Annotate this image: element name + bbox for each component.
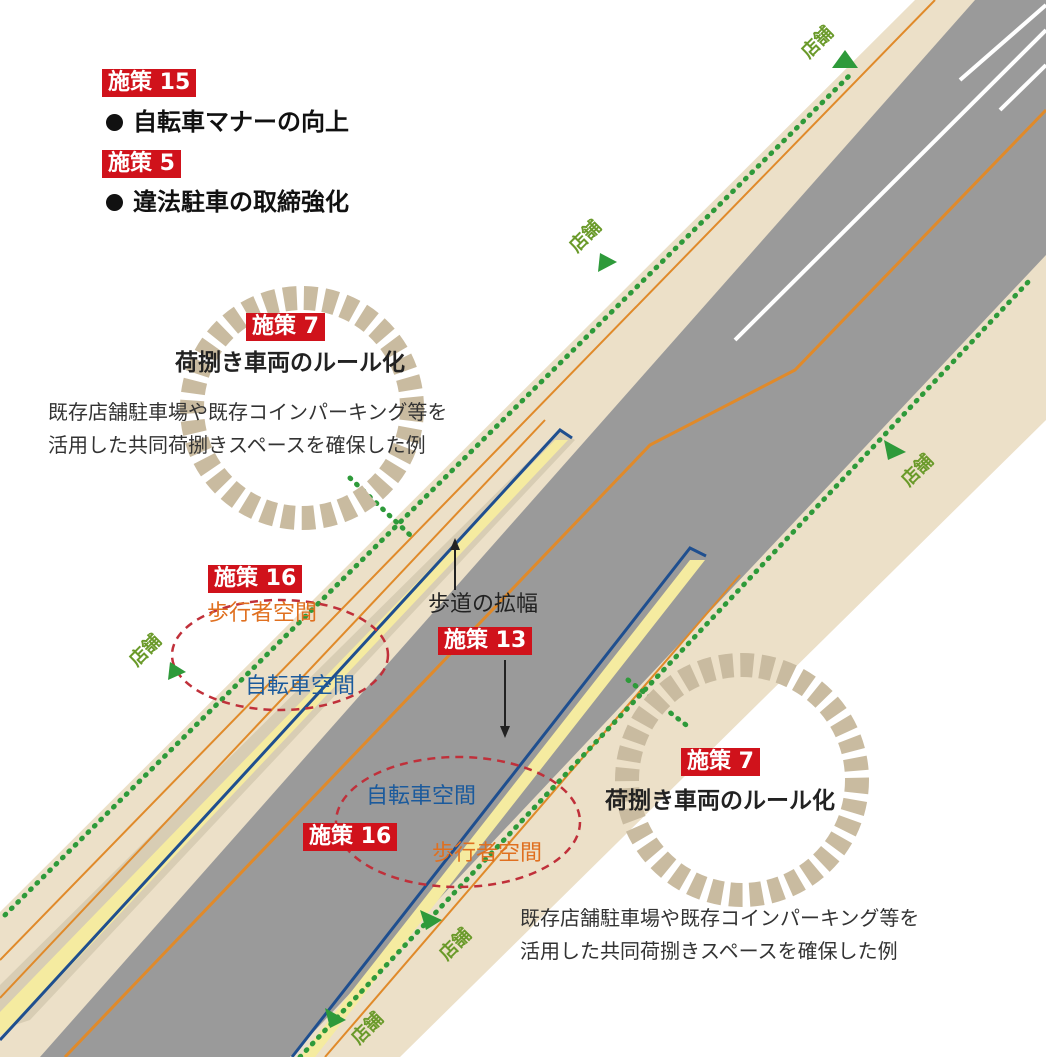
legend-item-illegal-parking: 違法駐車の取締強化: [106, 190, 349, 214]
store-arrow-6: [325, 1008, 346, 1028]
legend-tag-5: 施策 5: [102, 150, 181, 178]
loading-bottom-tag: 施策 7: [681, 748, 760, 776]
space-ellipse-left: [170, 598, 390, 712]
loading-top-note-1: 既存店舗駐車場や既存コインパーキング等を: [48, 400, 448, 424]
bike-edge-left: [0, 428, 573, 1042]
space-ellipse-right: [334, 755, 582, 889]
bullet-icon: [106, 194, 123, 211]
roadway: [40, 0, 1046, 1057]
center-line: [63, 108, 1046, 1057]
widening-label: 歩道の拡幅: [428, 592, 539, 617]
bullet-icon: [106, 114, 123, 131]
bike-edge-right: [290, 546, 707, 1057]
space-right-bicycle: 自転車空間: [366, 784, 477, 809]
store-arrow-2: [598, 253, 617, 272]
store-arrow-5: [420, 910, 442, 930]
widening-tag: 施策 13: [438, 627, 533, 655]
loading-top-title: 荷捌き車両のルール化: [175, 350, 405, 376]
loading-top-note-2: 活用した共同荷捌きスペースを確保した例: [48, 433, 426, 457]
space-left-tag: 施策 16: [208, 565, 303, 593]
legend-tag-15: 施策 15: [102, 69, 197, 97]
loading-ring-top: [180, 286, 424, 530]
bike-lane-right: [300, 560, 705, 1057]
loading-ring-bottom: [615, 653, 869, 907]
store-arrow-4: [168, 662, 186, 680]
space-left-bicycle: 自転車空間: [245, 674, 356, 699]
loading-bottom-note-2: 活用した共同荷捌きスペースを確保した例: [520, 939, 898, 963]
space-right-tag: 施策 16: [303, 823, 398, 851]
loading-bottom-title: 荷捌き車両のルール化: [605, 788, 835, 814]
space-right-pedestrian: 歩行者空間: [432, 841, 543, 866]
loading-bottom-note-1: 既存店舗駐車場や既存コインパーキング等を: [520, 906, 920, 930]
store-arrow-3: [884, 440, 906, 460]
legend-item-bicycle-manners: 自転車マナーの向上: [106, 110, 349, 134]
space-left-pedestrian: 歩行者空間: [207, 601, 318, 626]
loading-top-tag: 施策 7: [246, 313, 325, 341]
store-arrow-1: [832, 50, 858, 68]
